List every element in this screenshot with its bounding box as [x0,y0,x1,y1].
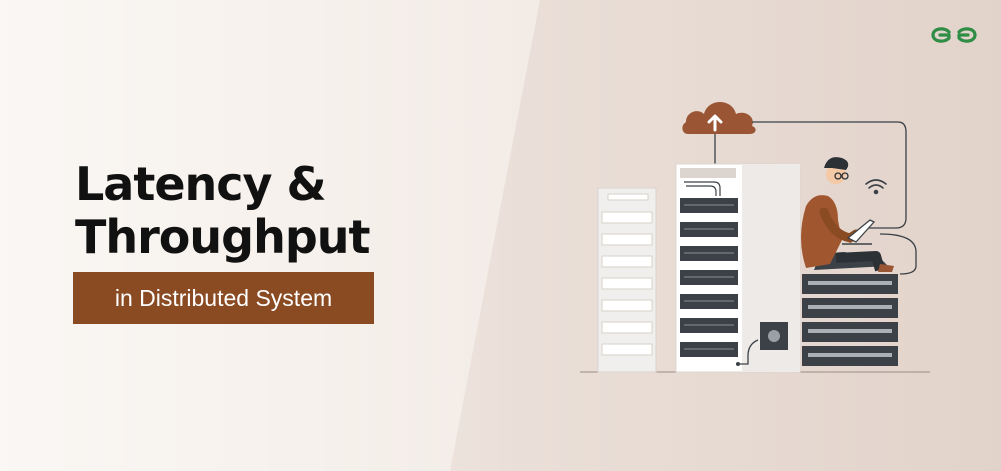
server-stack [802,274,898,366]
gfg-logo-icon [931,27,977,43]
page-title: Latency & Throughput [75,157,371,264]
title-line-2: Throughput [75,210,371,264]
wifi-icon [865,179,887,195]
title-line-1: Latency & [75,157,327,211]
person-laptop-icon [801,157,894,272]
subtitle-box: in Distributed System [73,272,374,324]
server-illustration [580,102,930,373]
server-tower [675,163,801,373]
subtitle: in Distributed System [114,284,333,311]
server-rack-icon [597,187,657,373]
cloud-upload-icon [682,102,756,164]
